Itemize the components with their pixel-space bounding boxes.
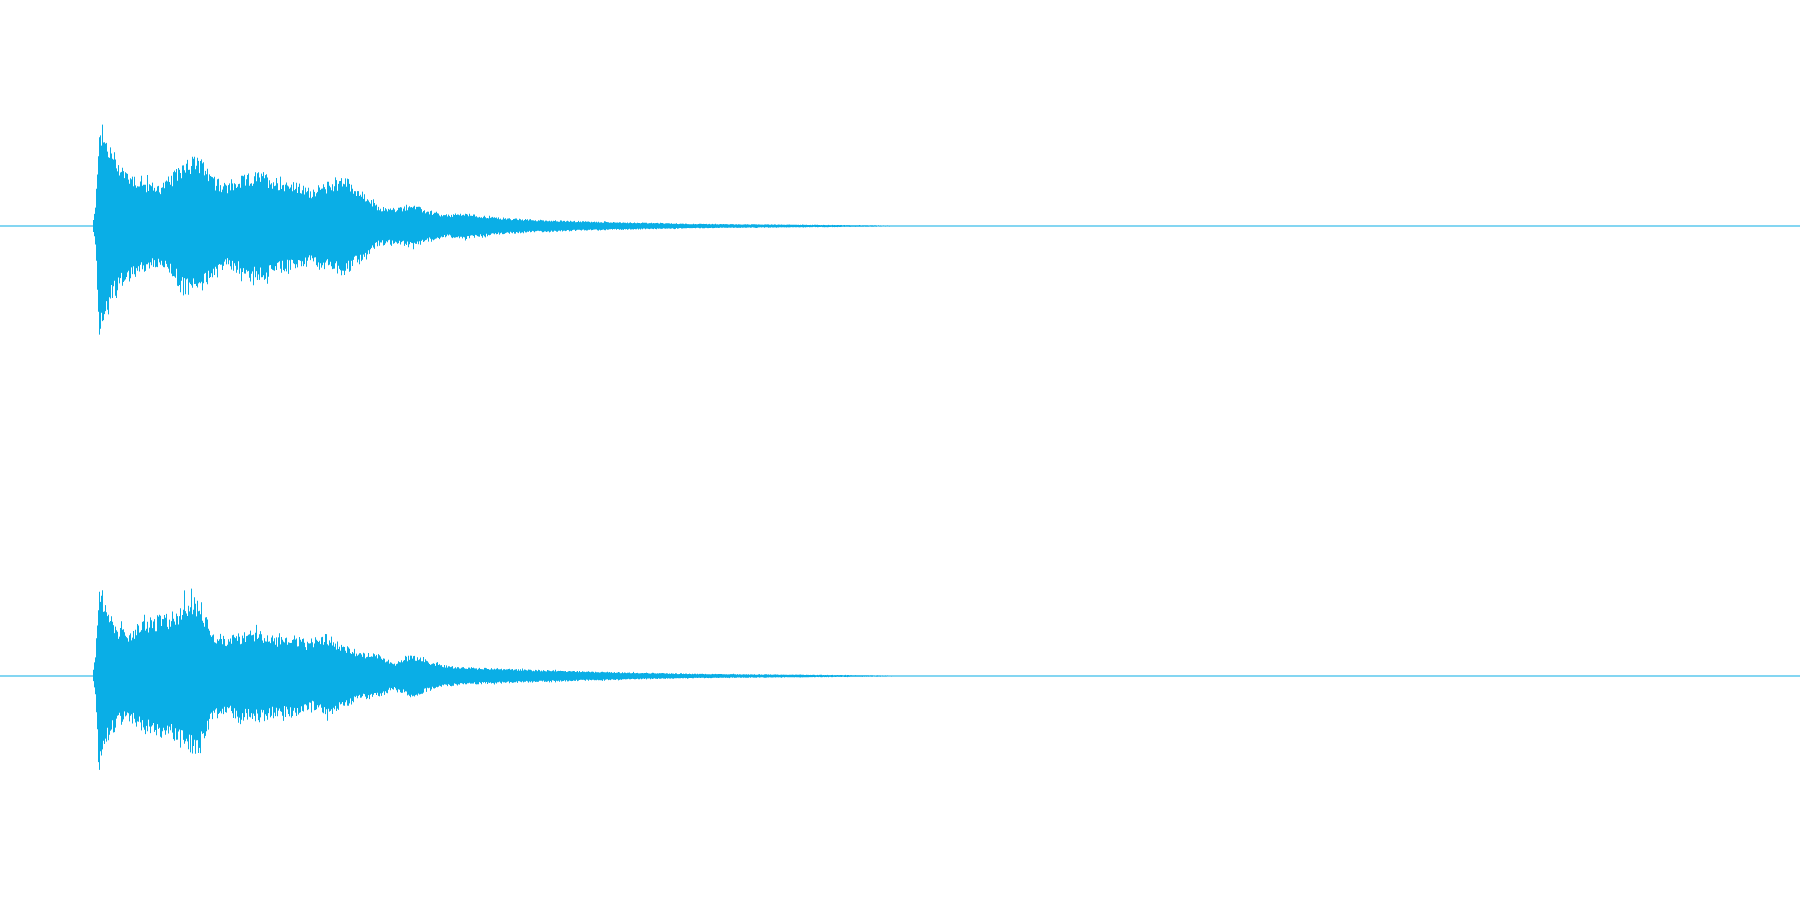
channel-right-waveform[interactable] (0, 588, 1800, 770)
channel-left-samples (93, 124, 927, 335)
channel-left-waveform[interactable] (0, 124, 1800, 335)
channel-right-samples (93, 588, 927, 770)
